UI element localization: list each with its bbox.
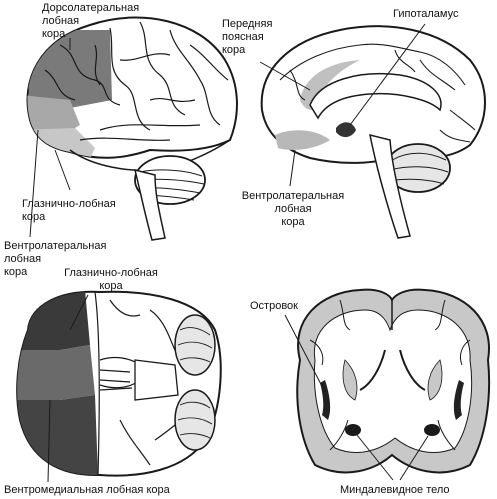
coronal-view-panel xyxy=(284,288,491,481)
medial-hemisphere-outline xyxy=(260,25,486,164)
ventral-brainstem xyxy=(134,359,179,401)
label-acc-line3: кора xyxy=(222,44,246,56)
label-acc: Передняя поясная кора xyxy=(222,18,272,57)
ventral-cerebellum xyxy=(174,314,216,451)
label-ofc-ventral-line1: Глазнично-лобная xyxy=(64,267,158,279)
amygdala-right xyxy=(424,424,440,436)
label-ofc-lateral: Глазнично-лобная кора xyxy=(22,198,116,224)
label-insula: Островок xyxy=(250,300,298,313)
lateral-pointers xyxy=(29,38,71,238)
medial-view-panel xyxy=(259,23,486,239)
label-vlpfc-lateral-line2: лобная xyxy=(4,253,42,265)
label-vlpfc-medial: Вентролатеральная лобная кора xyxy=(237,190,349,229)
label-dlpfc-line2: лобная xyxy=(42,15,80,27)
ofc-region-ventral-lower xyxy=(17,395,98,475)
lateral-brainstem xyxy=(133,168,166,241)
amygdala-left xyxy=(345,424,361,436)
label-ofc-lateral-line2: кора xyxy=(22,211,46,223)
coronal-white-matter xyxy=(313,309,473,454)
label-vmpfc: Вентромедиальная лобная кора xyxy=(4,484,170,497)
label-acc-line2: поясная xyxy=(222,31,264,43)
label-dlpfc: Дорсолатеральная лобная кора xyxy=(42,2,139,41)
label-hypothalamus-line1: Гипоталамус xyxy=(393,8,459,20)
medial-pointers xyxy=(259,23,426,187)
label-vlpfc-medial-line2: лобная xyxy=(274,203,312,215)
label-dlpfc-line1: Дорсолатеральная xyxy=(42,2,140,14)
label-vlpfc-lateral-line1: Вентролатеральная xyxy=(4,240,107,252)
lateral-view-panel xyxy=(26,16,238,241)
insula-region-right xyxy=(453,380,464,420)
label-dlpfc-line3: кора xyxy=(42,28,66,40)
label-hypothalamus: Гипоталамус xyxy=(393,8,458,21)
label-ofc-ventral-line2: кора xyxy=(99,280,123,292)
vmpfc-region xyxy=(17,345,95,400)
ventral-nerves xyxy=(99,369,133,391)
ventral-pointers xyxy=(47,294,89,483)
label-amygdala: Миндалевидное тело xyxy=(340,484,450,497)
corpus-callosum xyxy=(309,73,442,120)
label-vlpfc-lateral: Вентролатеральная лобная кора xyxy=(4,240,106,279)
label-vmpfc-line1: Вентромедиальная лобная кора xyxy=(4,484,170,496)
label-ofc-ventral: Глазнично-лобная кора xyxy=(55,267,167,293)
coronal-pointers xyxy=(284,314,429,481)
coronal-ventricles xyxy=(359,349,426,391)
ventral-view-panel xyxy=(16,290,222,483)
medial-gyri xyxy=(279,43,476,143)
label-amygdala-line1: Миндалевидное тело xyxy=(340,484,450,496)
label-ofc-lateral-line1: Глазнично-лобная xyxy=(22,198,116,210)
coronal-basal-ganglia-right xyxy=(427,359,443,401)
medial-brainstem xyxy=(369,133,411,239)
label-vlpfc-medial-line3: кора xyxy=(281,216,305,228)
insula-region xyxy=(320,380,331,420)
label-vlpfc-lateral-line3: кора xyxy=(4,266,28,278)
label-vlpfc-medial-line1: Вентролатеральная xyxy=(241,190,345,202)
hypothalamus-region xyxy=(336,122,356,138)
label-acc-line1: Передняя xyxy=(222,18,273,30)
vlpfc-region-medial xyxy=(275,130,330,150)
coronal-sulci xyxy=(309,299,471,451)
lateral-gyri xyxy=(44,21,229,141)
coronal-basal-ganglia-left xyxy=(342,359,358,401)
label-insula-line1: Островок xyxy=(250,300,298,312)
